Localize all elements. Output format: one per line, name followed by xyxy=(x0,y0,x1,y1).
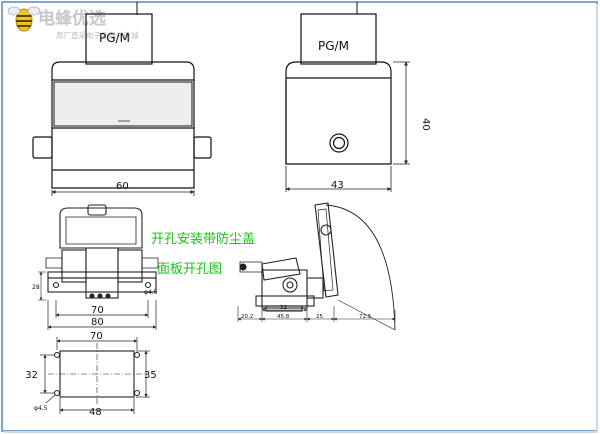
front-view xyxy=(32,2,212,189)
side-width-dimension xyxy=(285,166,392,192)
open-view xyxy=(239,202,396,331)
mount-inner-width-label: 70 xyxy=(91,305,104,316)
note-panel-cutout: 面板开孔图 xyxy=(157,262,222,277)
bee-icon xyxy=(7,6,41,32)
logo-tagline: 原厂直采电子元器件商城 xyxy=(56,30,139,40)
open-dim-b: 32 xyxy=(280,305,287,311)
open-view-dimensions xyxy=(237,306,396,322)
panel-bottom-dim-label: 48 xyxy=(89,407,102,418)
note-mount-with-cover: 开孔安装带防尘盖 xyxy=(151,231,255,247)
side-height-dimension xyxy=(393,61,410,165)
panel-cutout xyxy=(48,343,146,405)
open-dim-c: 45.8 xyxy=(277,314,290,320)
open-dim-e: 72.5 xyxy=(359,314,372,320)
front-width-dimension xyxy=(51,190,195,196)
panel-cutout-dimensions xyxy=(40,337,150,414)
side-height-label: 40 xyxy=(420,118,431,131)
mount-height-dimension xyxy=(38,271,46,301)
mount-outer-width-label: 80 xyxy=(91,317,104,328)
mount-view xyxy=(45,204,159,299)
mount-width-dimensions xyxy=(47,300,157,330)
front-width-label: 60 xyxy=(116,181,129,192)
side-width-label: 43 xyxy=(331,180,344,191)
panel-left-dim-label: 32 xyxy=(25,370,38,381)
side-cable-label: PG/M xyxy=(318,39,349,53)
panel-hole-label: φ4.5 xyxy=(34,405,48,412)
front-cable-label: PG/M xyxy=(99,31,130,45)
mount-height-label: 28 xyxy=(32,284,40,291)
side-view xyxy=(285,2,392,165)
panel-right-dim-label: 35 xyxy=(144,370,157,381)
panel-top-dim-label: 70 xyxy=(90,331,103,342)
mount-hole-label: φ4.5 xyxy=(144,289,158,296)
open-dim-d: 25 xyxy=(316,314,323,320)
logo-brand: 电蜂优选 xyxy=(38,8,106,29)
open-dim-a: 20.2 xyxy=(241,314,253,320)
